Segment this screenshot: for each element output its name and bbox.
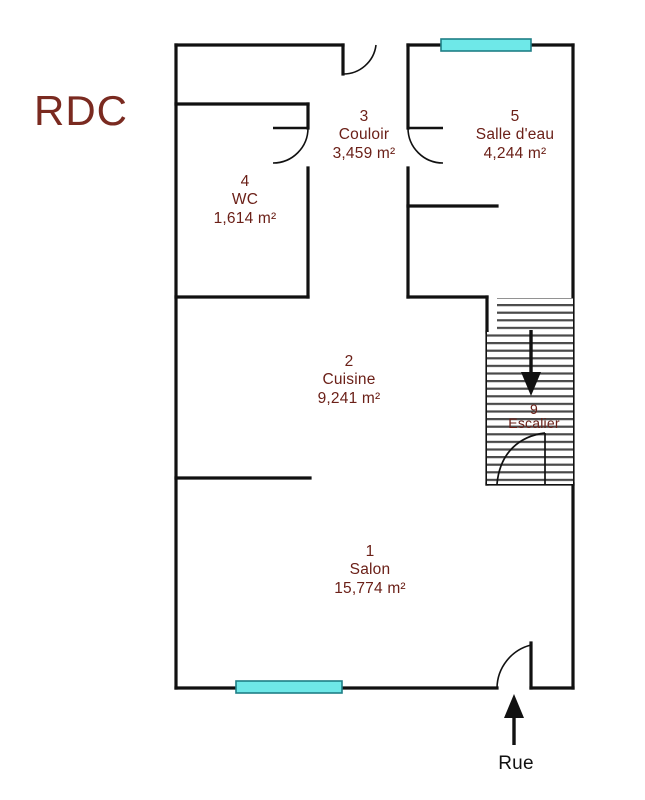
room-label-salon: 1 Salon 15,774 m² [334, 543, 406, 598]
staircase [487, 298, 573, 484]
door-salledeau-arc [407, 127, 444, 164]
room-name: WC [231, 191, 259, 209]
room-area: 1,614 m² [213, 209, 277, 227]
stair-treads-upper [497, 298, 573, 332]
room-name: Escalier [508, 415, 560, 431]
stair-direction-arrow-down-icon [521, 330, 541, 396]
window-top [440, 38, 532, 52]
door-couloir-north-arc [342, 44, 377, 75]
room-name: Couloir [338, 126, 390, 144]
door-entrance-arc [496, 644, 532, 689]
stair-winder-curve [496, 432, 546, 484]
room-name: Salon [349, 561, 391, 579]
window-bottom [235, 680, 343, 694]
room-name: Salle d'eau [475, 126, 555, 144]
room-area: 15,774 m² [334, 579, 406, 597]
door-wc-arc [272, 127, 309, 164]
room-number: 9 [530, 401, 538, 417]
street-access-arrow-icon [504, 694, 524, 745]
door-group [272, 44, 533, 689]
room-number: 5 [510, 108, 520, 125]
street-label: Rue [498, 753, 534, 774]
window-group [235, 38, 532, 694]
room-label-salle-deau: 5 Salle d'eau 4,244 m² [476, 108, 554, 163]
room-label-escalier: 9 Escalier [508, 402, 559, 431]
page-title: RDC [34, 87, 128, 134]
room-number: 2 [344, 353, 354, 370]
room-area: 3,459 m² [332, 144, 396, 162]
room-label-cuisine: 2 Cuisine 9,241 m² [318, 353, 381, 408]
room-number: 4 [240, 173, 250, 190]
room-name: Cuisine [322, 371, 376, 389]
room-label-wc: 4 WC 1,614 m² [214, 173, 277, 228]
room-label-couloir: 3 Couloir 3,459 m² [333, 108, 396, 163]
room-number: 3 [359, 108, 369, 125]
room-area: 4,244 m² [483, 144, 547, 162]
room-number: 1 [365, 543, 375, 560]
room-area: 9,241 m² [317, 389, 381, 407]
